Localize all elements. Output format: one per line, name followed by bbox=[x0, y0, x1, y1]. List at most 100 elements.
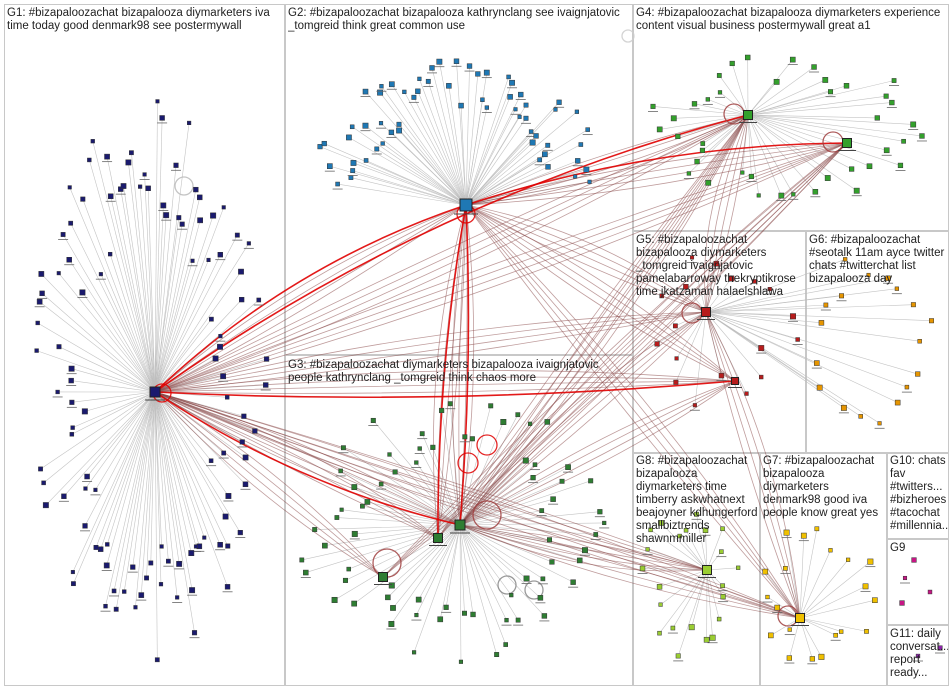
graph-node bbox=[377, 89, 384, 96]
graph-node bbox=[107, 193, 114, 200]
graph-node bbox=[816, 384, 823, 391]
graph-node bbox=[380, 141, 385, 146]
graph-node bbox=[71, 581, 76, 587]
graph-node bbox=[744, 391, 749, 396]
graph-node bbox=[575, 158, 581, 164]
graph-node bbox=[458, 102, 464, 109]
graph-node bbox=[523, 575, 530, 582]
hub-avatar bbox=[743, 110, 753, 120]
graph-node bbox=[193, 544, 199, 549]
graph-node bbox=[833, 632, 838, 638]
graph-node bbox=[67, 185, 72, 190]
self-loop bbox=[476, 434, 498, 456]
graph-node bbox=[462, 434, 468, 440]
graph-node bbox=[877, 421, 882, 426]
graph-node bbox=[69, 432, 75, 437]
graph-node bbox=[338, 468, 343, 474]
graph-node bbox=[639, 565, 646, 572]
group-label-g5: G5: #bizapaloozachat bizapalooza diymark… bbox=[636, 234, 796, 298]
graph-node bbox=[446, 83, 452, 89]
graph-node bbox=[97, 546, 104, 552]
hub-avatar bbox=[702, 565, 712, 575]
graph-node bbox=[241, 413, 247, 419]
graph-node bbox=[720, 583, 725, 589]
graph-node bbox=[915, 371, 921, 377]
graph-node bbox=[897, 162, 904, 169]
graph-node bbox=[217, 542, 223, 548]
hub-avatar bbox=[842, 138, 852, 148]
graph-node bbox=[81, 408, 88, 415]
graph-node bbox=[585, 127, 590, 132]
graph-node bbox=[904, 384, 910, 390]
graph-node bbox=[602, 520, 607, 526]
graph-node bbox=[718, 372, 725, 379]
graph-node bbox=[513, 107, 518, 112]
graph-node bbox=[506, 74, 511, 80]
graph-node bbox=[864, 629, 869, 634]
graph-node bbox=[823, 302, 829, 308]
graph-node bbox=[736, 565, 741, 570]
graph-node bbox=[494, 652, 500, 657]
graph-node bbox=[874, 115, 880, 121]
graph-node bbox=[113, 606, 119, 612]
self-loop bbox=[621, 29, 635, 43]
graph-node bbox=[222, 513, 229, 520]
graph-node bbox=[891, 78, 897, 83]
graph-node bbox=[374, 146, 380, 152]
graph-node bbox=[597, 509, 603, 515]
graph-node bbox=[539, 508, 545, 514]
graph-node bbox=[927, 589, 933, 595]
graph-node bbox=[388, 129, 395, 136]
graph-node bbox=[894, 399, 901, 406]
graph-node bbox=[210, 212, 217, 219]
graph-node bbox=[158, 582, 164, 587]
graph-node bbox=[677, 533, 682, 539]
graph-node bbox=[765, 594, 770, 600]
graph-node bbox=[587, 179, 592, 184]
graph-node bbox=[703, 636, 710, 643]
graph-node bbox=[190, 258, 195, 263]
graph-node bbox=[686, 171, 692, 176]
graph-node bbox=[206, 257, 211, 262]
graph-node bbox=[364, 499, 371, 505]
graph-node bbox=[385, 594, 391, 601]
graph-node bbox=[894, 286, 899, 291]
graph-node bbox=[902, 575, 908, 581]
graph-node bbox=[160, 202, 167, 209]
hub-avatar bbox=[454, 519, 466, 531]
graph-node bbox=[683, 284, 689, 290]
graph-node bbox=[224, 584, 231, 590]
graph-node bbox=[145, 185, 151, 191]
graph-node bbox=[70, 570, 75, 575]
graph-node bbox=[429, 65, 435, 71]
graph-node bbox=[38, 466, 43, 472]
graph-node bbox=[545, 164, 551, 170]
graph-node bbox=[901, 138, 906, 144]
graph-node bbox=[188, 550, 195, 557]
graph-node bbox=[515, 412, 521, 418]
graph-node bbox=[716, 73, 722, 78]
group-label-g1: G1: #bizapaloozachat bizapalooza diymark… bbox=[7, 7, 270, 32]
graph-node bbox=[699, 147, 706, 153]
graph-node bbox=[748, 173, 754, 180]
graph-node bbox=[503, 642, 508, 647]
graph-node bbox=[872, 597, 878, 603]
graph-node bbox=[814, 360, 820, 366]
graph-node bbox=[645, 547, 650, 552]
graph-node bbox=[317, 144, 323, 150]
graph-node bbox=[212, 355, 219, 362]
graph-node bbox=[484, 105, 490, 110]
group-label-g4: G4: #bizapaloozachat bizapalooza diymark… bbox=[636, 7, 941, 32]
graph-node bbox=[163, 212, 170, 219]
graph-node bbox=[783, 566, 788, 571]
graph-node bbox=[360, 503, 365, 509]
graph-node bbox=[208, 458, 214, 463]
graph-node bbox=[919, 133, 925, 139]
graph-node bbox=[242, 454, 249, 461]
graph-node bbox=[828, 548, 833, 553]
graph-node bbox=[396, 121, 402, 127]
group-label-g8: G8: #bizapaloozachat bizapalooza diymark… bbox=[636, 455, 758, 545]
group-box-g6 bbox=[806, 231, 949, 453]
graph-node bbox=[544, 419, 551, 425]
graph-node bbox=[517, 114, 522, 119]
